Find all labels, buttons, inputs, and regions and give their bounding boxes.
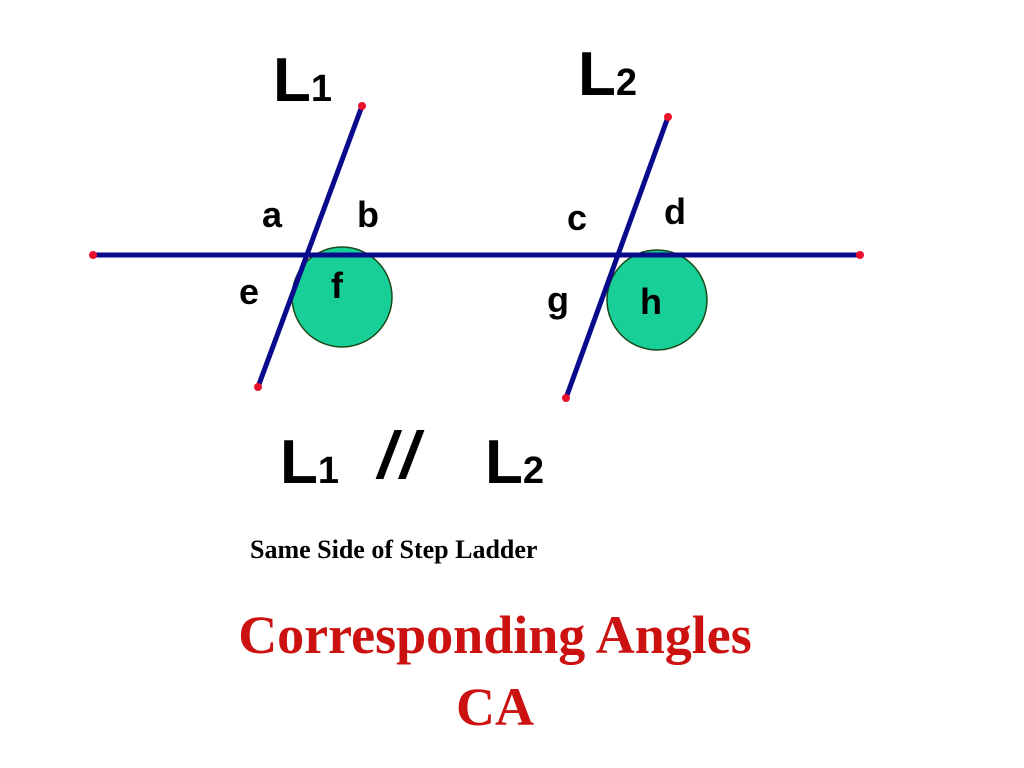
label-l2: L2	[578, 44, 637, 106]
statement-l1-main: L	[280, 428, 318, 497]
angle-label-g: g	[547, 279, 569, 320]
angle-label-c: c	[567, 197, 588, 238]
title-line-1: Corresponding Angles	[238, 605, 752, 665]
angle-label-a: a	[262, 194, 283, 235]
endpoint-l2-bottom	[562, 394, 570, 402]
label-l2-main: L	[578, 40, 616, 109]
parallel-symbol: //	[378, 418, 423, 492]
endpoint-l2-top	[664, 113, 672, 121]
endpoint-l1-bottom	[254, 383, 262, 391]
angle-label-b: b	[357, 194, 379, 235]
endpoint-transversal-right	[856, 251, 864, 259]
statement-l1: L1	[280, 432, 339, 494]
label-l1-sub: 1	[310, 68, 333, 110]
label-l2-sub: 2	[615, 62, 638, 104]
highlight-circle-h	[606, 249, 708, 351]
statement-l1-sub: 1	[317, 450, 340, 492]
line-l2	[563, 116, 671, 399]
caption: Same Side of Step Ladder	[250, 535, 538, 564]
angle-label-f: f	[331, 265, 343, 306]
title-line-2: CA	[456, 677, 534, 737]
angle-label-d: d	[664, 191, 686, 232]
statement-l2-sub: 2	[522, 450, 545, 492]
label-l1-main: L	[273, 46, 311, 115]
statement-l2-main: L	[485, 428, 523, 497]
statement-l2: L2	[485, 432, 544, 494]
angle-label-h: h	[640, 281, 662, 322]
angle-label-e: e	[239, 271, 260, 312]
endpoint-transversal-left	[89, 251, 97, 259]
endpoint-l1-top	[358, 102, 366, 110]
label-l1: L1	[273, 50, 332, 112]
line-l1	[255, 105, 365, 388]
